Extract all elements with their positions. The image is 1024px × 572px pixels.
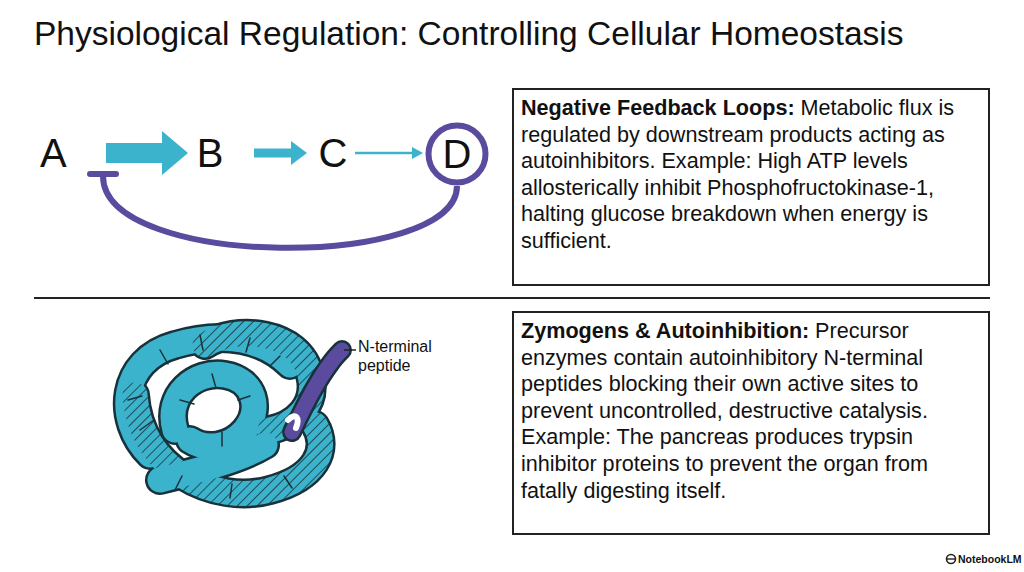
flux-arrow (355, 147, 423, 159)
circle-stroke (429, 126, 486, 183)
box-heading: Zymogens & Autoinhibition: (521, 318, 809, 343)
pathway-step: A (40, 132, 106, 174)
node-letter: A (40, 131, 67, 175)
protein-illustration (128, 334, 342, 498)
arrow-shape (355, 147, 423, 159)
leader-line (344, 349, 356, 351)
pathway-step: C (313, 132, 353, 174)
feedback-curve (103, 176, 457, 248)
box-heading: Negative Feedback Loops: (521, 95, 795, 120)
arrow-shape (254, 141, 307, 165)
watermark: NotebookLM (958, 552, 1024, 566)
info-box: Zymogens & Autoinhibition:Precursor enzy… (512, 311, 990, 535)
part-label: N-terminal peptide (358, 337, 478, 375)
arrow-shape (106, 131, 188, 175)
node-letter: C (319, 131, 348, 175)
watermark-icon (946, 555, 956, 564)
diagram-title: Physiological Regulation: Controlling Ce… (34, 14, 904, 54)
section-divider (34, 297, 990, 299)
box-body: Precursor enzymes contain autoinhibitory… (521, 318, 928, 503)
flux-arrow (106, 131, 188, 175)
pathway-step: B (190, 132, 230, 174)
inhibition-arc (90, 174, 457, 248)
node-letter: D (443, 133, 472, 175)
flux-arrow (254, 141, 307, 165)
info-box: Negative Feedback Loops:Metabolic flux i… (512, 88, 990, 286)
node-letter: B (197, 131, 224, 175)
end-product-circle: D (425, 122, 489, 186)
inhibition-bar (90, 171, 116, 177)
